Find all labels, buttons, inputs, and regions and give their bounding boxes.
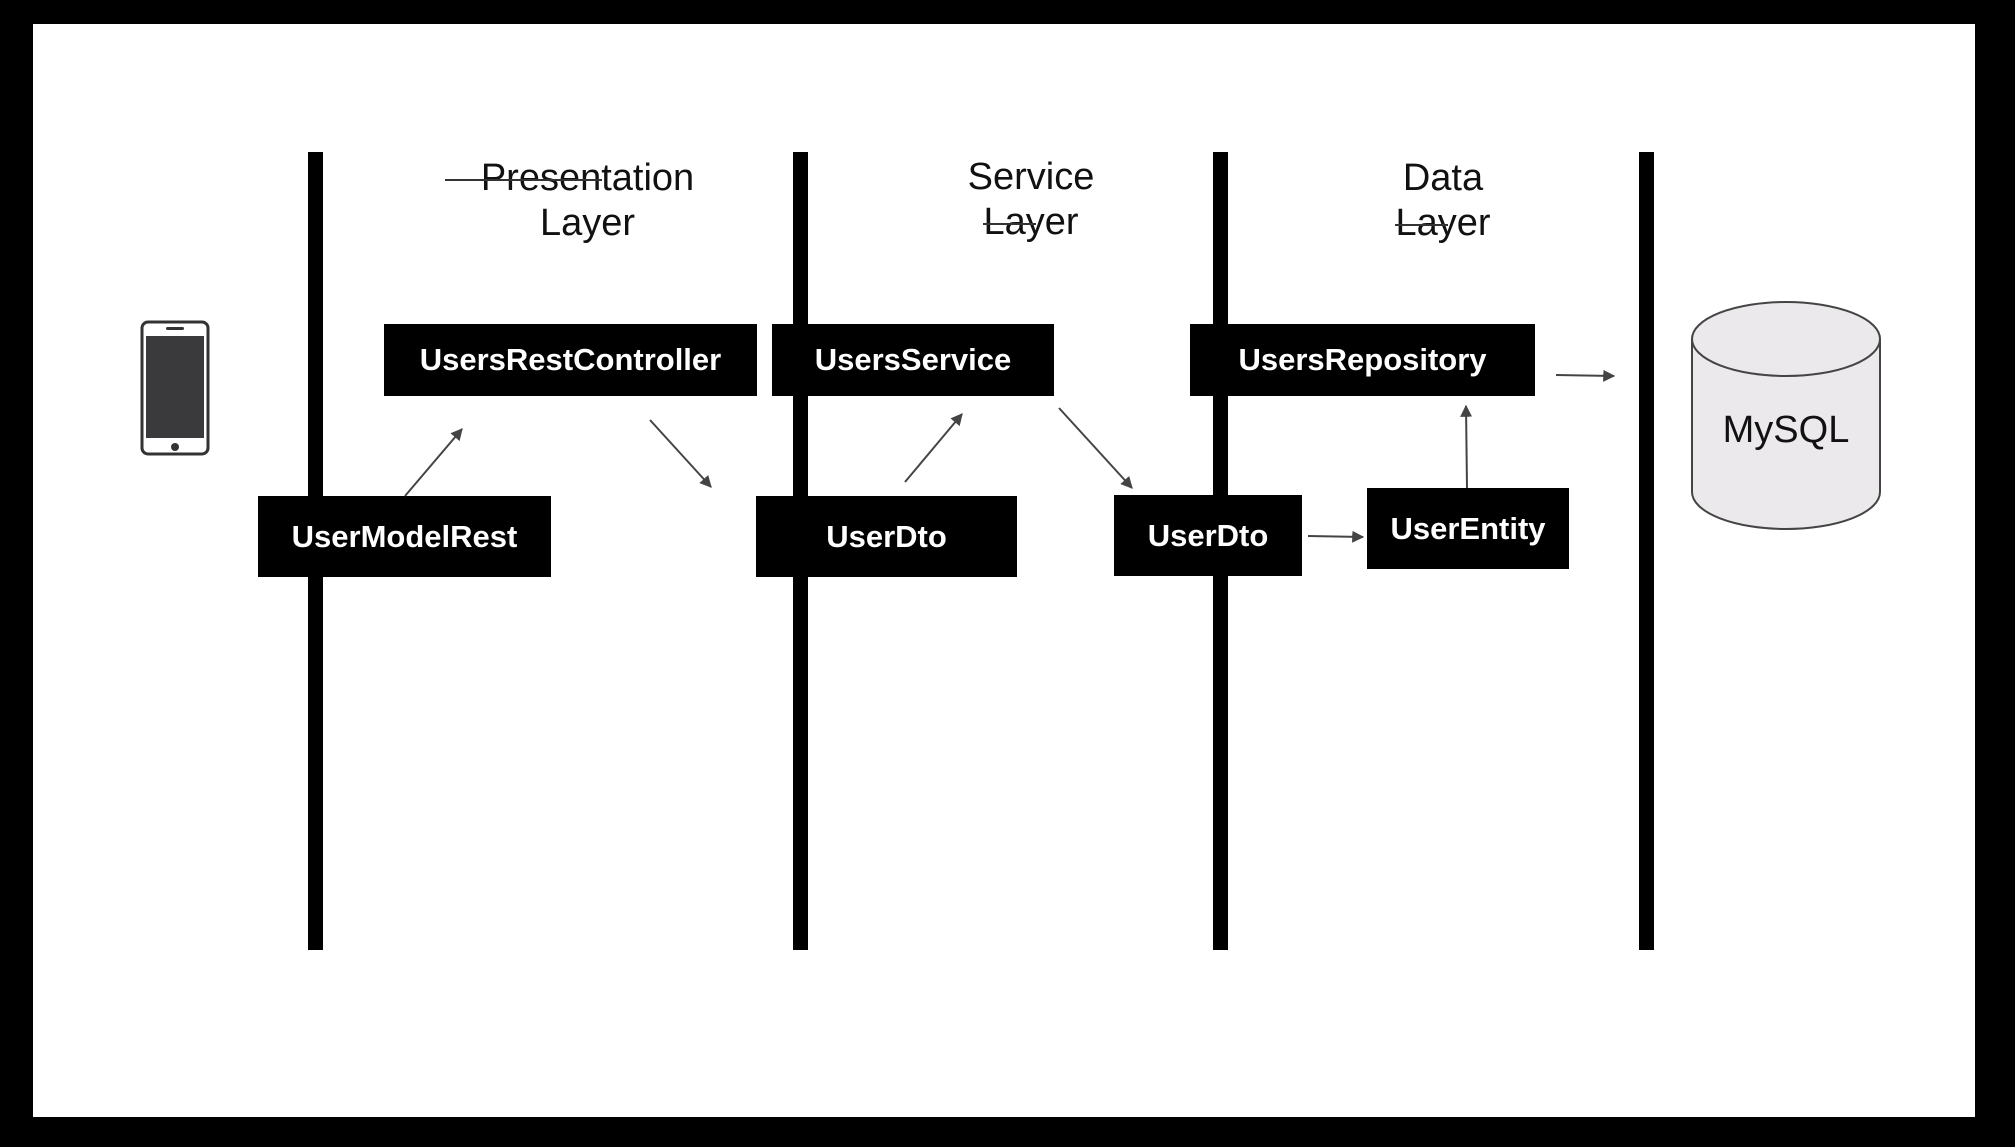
users-service-box[interactable]: UsersService: [772, 324, 1054, 396]
user-model-rest-box[interactable]: UserModelRest: [258, 496, 551, 577]
database-cylinder-icon: [1691, 301, 1881, 530]
presentation-layer-subtitle: Layer: [539, 202, 636, 244]
arrow-controller-to-dto: [649, 419, 712, 488]
flow-arrows: [404, 369, 1616, 543]
data-layer-title: Data: [1402, 157, 1484, 199]
user-dto-service-box[interactable]: UserDto: [756, 496, 1017, 577]
user-dto-data-box[interactable]: UserDto: [1114, 495, 1302, 576]
arrow-dto-to-service: [904, 413, 963, 483]
presentation-layer-label: Presentation Layer: [445, 156, 730, 246]
layer-divider-4: [1639, 152, 1654, 950]
arrow-entity-to-repository: [1460, 404, 1473, 489]
arrow-dto-to-entity: [1307, 530, 1365, 543]
arrow-service-to-data-dto: [1058, 407, 1133, 489]
data-layer-label: Data Layer: [1353, 156, 1533, 246]
presentation-layer-title: Presentation: [445, 156, 730, 201]
users-repository-box[interactable]: UsersRepository: [1190, 324, 1535, 396]
user-entity-box[interactable]: UserEntity: [1367, 488, 1569, 569]
service-layer-subtitle: Layer: [983, 201, 1079, 243]
service-layer-title: Service: [967, 156, 1095, 198]
arrow-modelrest-to-controller: [404, 428, 463, 497]
data-layer-subtitle: Layer: [1395, 202, 1491, 244]
arrow-repository-to-db: [1555, 369, 1616, 382]
service-layer-label: Service Layer: [931, 155, 1131, 245]
database-label: MySQL: [1722, 409, 1850, 451]
mobile-phone-icon: [140, 320, 210, 456]
users-rest-controller-box[interactable]: UsersRestController: [384, 324, 757, 396]
diagram-canvas: Presentation Layer Service Layer Data La…: [33, 24, 1975, 1117]
